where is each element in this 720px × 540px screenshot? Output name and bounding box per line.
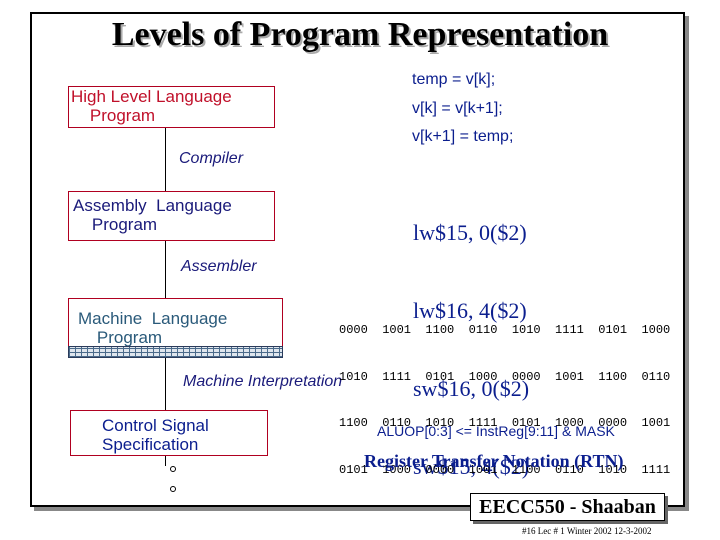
connector-line: [165, 358, 166, 410]
lecture-note: #16 Lec # 1 Winter 2002 12-3-2002: [522, 526, 652, 536]
connector-line: [165, 456, 166, 466]
connector-line: [165, 241, 166, 298]
continuation-dot: [170, 486, 176, 492]
assembly-code-block: lw$15, 0($2) lw$16, 4($2) sw$16, 0($2) s…: [413, 168, 529, 506]
punched-tape-graphic: [68, 346, 283, 358]
assembly-language-box: Assembly Language Program: [68, 191, 275, 241]
machine-code-line: 1010 1111 0101 1000 0000 1001 1100 0110: [339, 369, 671, 384]
connector-line: [165, 128, 166, 191]
control-signal-label: Control Signal Specification: [102, 416, 209, 454]
assembly-language-label: Assembly Language Program: [73, 196, 232, 234]
rtn-title: Register Transfer Notation (RTN): [364, 451, 624, 471]
machine-language-label: Machine Language Program: [78, 309, 228, 347]
course-footer: EECC550 - Shaaban: [470, 493, 665, 521]
machine-code-line: 1100 0110 1010 1111 0101 1000 0000 1001: [339, 416, 671, 430]
machine-code-line: 0101 1000 0000 1001 1100 0110 1010 1111: [339, 462, 671, 477]
machine-language-box: Machine Language Program: [68, 298, 283, 348]
control-signal-box: Control Signal Specification: [70, 410, 268, 456]
high-level-language-label: High Level Language Program: [71, 87, 232, 125]
high-level-language-box: High Level Language Program: [68, 86, 275, 128]
machine-code-line: 0000 1001 1100 0110 1010 1111 0101 1000: [339, 323, 671, 337]
assembly-code-line: sw$15, 4($2): [413, 454, 530, 479]
continuation-dot: [170, 466, 176, 472]
assembly-code-line: sw$16, 0($2): [413, 376, 530, 401]
machine-code-block: 0000 1001 1100 0110 1010 1111 0101 1000 …: [339, 292, 670, 494]
machine-interpretation-label: Machine Interpretation: [183, 373, 343, 390]
slide-frame: [30, 12, 685, 507]
high-level-code-line: v[k+1] = temp;: [412, 128, 514, 145]
assembler-label: Assembler: [181, 258, 257, 275]
compiler-label: Compiler: [179, 150, 244, 167]
assembly-code-line: lw$15, 0($2): [413, 220, 527, 245]
slide-title: Levels of Program Representation: [111, 16, 609, 53]
high-level-code-line: temp = v[k];: [412, 71, 496, 88]
assembly-code-line: lw$16, 4($2): [413, 298, 527, 323]
rtn-expression: ALUOP[0:3] <= InstReg[9:11] & MASK: [377, 423, 615, 439]
high-level-code-line: v[k] = v[k+1];: [412, 100, 503, 117]
